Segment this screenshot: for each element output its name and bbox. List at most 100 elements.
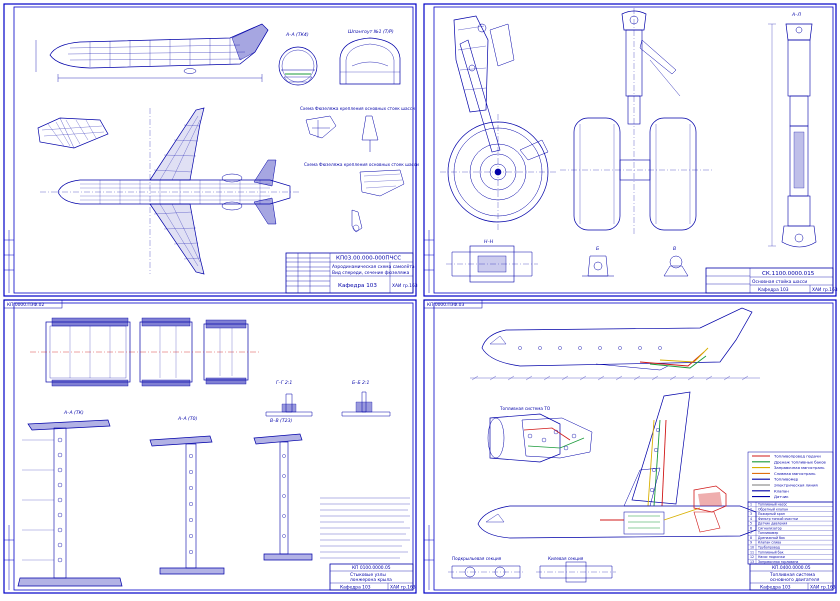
sheet-4-caption-2: Килевая секция	[548, 556, 584, 561]
top-view-wing-lower	[149, 203, 205, 275]
spec-row-index-0: 1	[750, 503, 752, 507]
legend-label-3: Сливная магистраль	[774, 471, 816, 476]
legend-label-2: Заправочная магистраль	[774, 465, 825, 470]
sheet-4-caption-0: Топливная система ТО	[499, 406, 551, 411]
binding-strips	[4, 230, 434, 590]
spec-row-label-3: Фильтр тонкой очистки	[758, 517, 798, 521]
sheet-inner-borders	[13, 6, 834, 591]
spec-row-index-8: 9	[750, 541, 752, 545]
sheet-2-view-label-0: А–Л	[791, 12, 801, 18]
spec-row-label-12: Заправочная горловина	[758, 560, 798, 564]
sheet-3-frame	[3, 299, 417, 594]
gear-scheme-1	[305, 115, 337, 139]
sheet-2-view-label-3: В	[673, 246, 676, 252]
sheet-1-code: КП03.00.000-000ПЧСС	[336, 256, 401, 262]
section-a-a-circle	[278, 46, 318, 86]
sheet-4-org: ХАИ гр.163	[810, 585, 836, 591]
sheet-1-subtitle: Вид спереди, сечение фюзеляжа	[332, 270, 410, 276]
sheet-2-frame	[423, 3, 837, 297]
ground-line	[470, 375, 760, 381]
spec-row-label-9: Трубопровод	[757, 545, 781, 549]
sheet-4-content	[423, 299, 834, 591]
legend-label-5: Электрическая линия	[774, 483, 818, 488]
sheet-2-org: ХАИ гр.163	[812, 287, 838, 293]
fuel-detail-1	[451, 565, 521, 579]
spec-row-label-11: Насос подкачки	[758, 555, 785, 559]
sheet-4-frame	[423, 299, 837, 594]
sheet-2-content	[440, 8, 834, 294]
sheet-3-view-label-4: В–В (Т23)	[270, 418, 293, 424]
sheet-3-stamp: КП.0000.ПЗФ.02	[7, 302, 44, 308]
spec-row-label-8: Клапан слива	[758, 541, 781, 545]
sheet-4-caption-1: Подкрыльевая секция	[452, 556, 502, 561]
sheet-1-title: Аэродинамическая схема самолёта	[332, 264, 415, 270]
sheet-2-text: СК.1100.0000.015 Основная стойка шасси К…	[484, 12, 838, 293]
sheet-3-view-label-2: А–А (ТК)	[63, 410, 84, 416]
sheet-1-view-label-0: А–А (ТК4)	[285, 32, 309, 38]
sheet-3-view-label-3: А–А (Т0)	[177, 416, 198, 422]
sheet-1-text: КП03.00.000-000ПЧСС Аэродинамическая схе…	[285, 29, 419, 289]
sheet-1-org: ХАИ гр.163	[392, 283, 418, 289]
spar-section-a-a-t0	[149, 435, 213, 447]
spec-row-label-10: Топливный бак	[757, 550, 784, 554]
spec-row-index-1: 2	[750, 507, 752, 511]
frame-1-outline	[339, 37, 401, 85]
spec-row-label-0: Топливный насос	[757, 503, 787, 507]
sheet-3-stamp-box	[3, 299, 63, 309]
spec-row-index-10: 11	[750, 550, 754, 554]
sheet-frames	[3, 3, 837, 594]
sheet-4-stamp-box	[423, 299, 483, 309]
legend-label-7: Датчик	[774, 494, 789, 499]
legend-label-0: Топливопровод подачи	[773, 454, 821, 459]
legend-label-1: Дренаж топливных баков	[774, 459, 827, 464]
sheet-3-group: Кафедра 103	[340, 585, 371, 591]
spar-section-b-b-t23	[253, 433, 303, 445]
gear-wheel-front-right	[649, 117, 697, 231]
top-view-tail	[253, 159, 277, 225]
spar-section-a-a-tk	[27, 419, 111, 431]
sheet-3-org: ХАИ гр.163	[390, 585, 416, 591]
sheet-3-content	[3, 299, 414, 591]
spec-row-label-7: Дренажный бак	[758, 536, 785, 540]
spec-row-label-5: Сигнализатор	[758, 526, 782, 530]
sheet-2-title-block	[705, 267, 834, 294]
spec-row-label-2: Пожарный кран	[758, 512, 785, 516]
sheet-3-notes	[320, 497, 410, 559]
sheet-2-group: Кафедра 103	[758, 287, 789, 293]
sheet-4-title: Топливная система	[769, 572, 815, 578]
fuel-detail-2	[539, 565, 613, 579]
legend-label-6: Клапан	[774, 488, 789, 493]
side-view-tail-fill	[231, 23, 269, 61]
gear-scheme-2	[359, 169, 405, 197]
top-view-wing-upper	[149, 107, 205, 181]
sheet-1-content	[35, 23, 414, 294]
sheet-4-code: КП.0400.0000.05	[772, 565, 811, 571]
fuel-engine-detail	[489, 413, 561, 463]
sheet-3-view-label-1: Б–Б 2:1	[352, 380, 370, 386]
spec-row-index-6: 7	[750, 531, 752, 535]
spec-row-index-3: 4	[750, 517, 752, 521]
fuel-engine-nacelle	[693, 485, 727, 513]
sheet-2-code: СК.1100.0000.015	[762, 271, 815, 277]
sheet-3-code: КП 0100.0000.05	[352, 565, 391, 571]
spec-row-index-12: 13	[750, 560, 754, 564]
gear-strut-side	[453, 15, 489, 113]
sheet-4-subtitle: основного двигателя	[770, 578, 820, 583]
sheet-2-title: Основная стойка шасси	[752, 278, 807, 285]
sheet-4-title-block	[749, 563, 834, 591]
sheet-4-group: Кафедра 103	[760, 585, 791, 591]
sheet-1-caption-2: Схема Фюзеляжа крепления основных стоек …	[304, 162, 419, 167]
gear-strut-front	[621, 10, 647, 31]
spec-row-index-9: 10	[750, 545, 754, 549]
sheet-2-view-label-1: Н–Н	[484, 239, 494, 245]
legend-label-4: Топливомер	[773, 477, 799, 482]
nacelle-perspective	[37, 117, 109, 149]
sheet-3-view-label-0: Г–Г 2:1	[276, 380, 292, 386]
fuel-side-fuselage	[481, 307, 753, 367]
detail-v	[669, 255, 683, 269]
sheet-1-group: Кафедра 103	[338, 283, 377, 289]
